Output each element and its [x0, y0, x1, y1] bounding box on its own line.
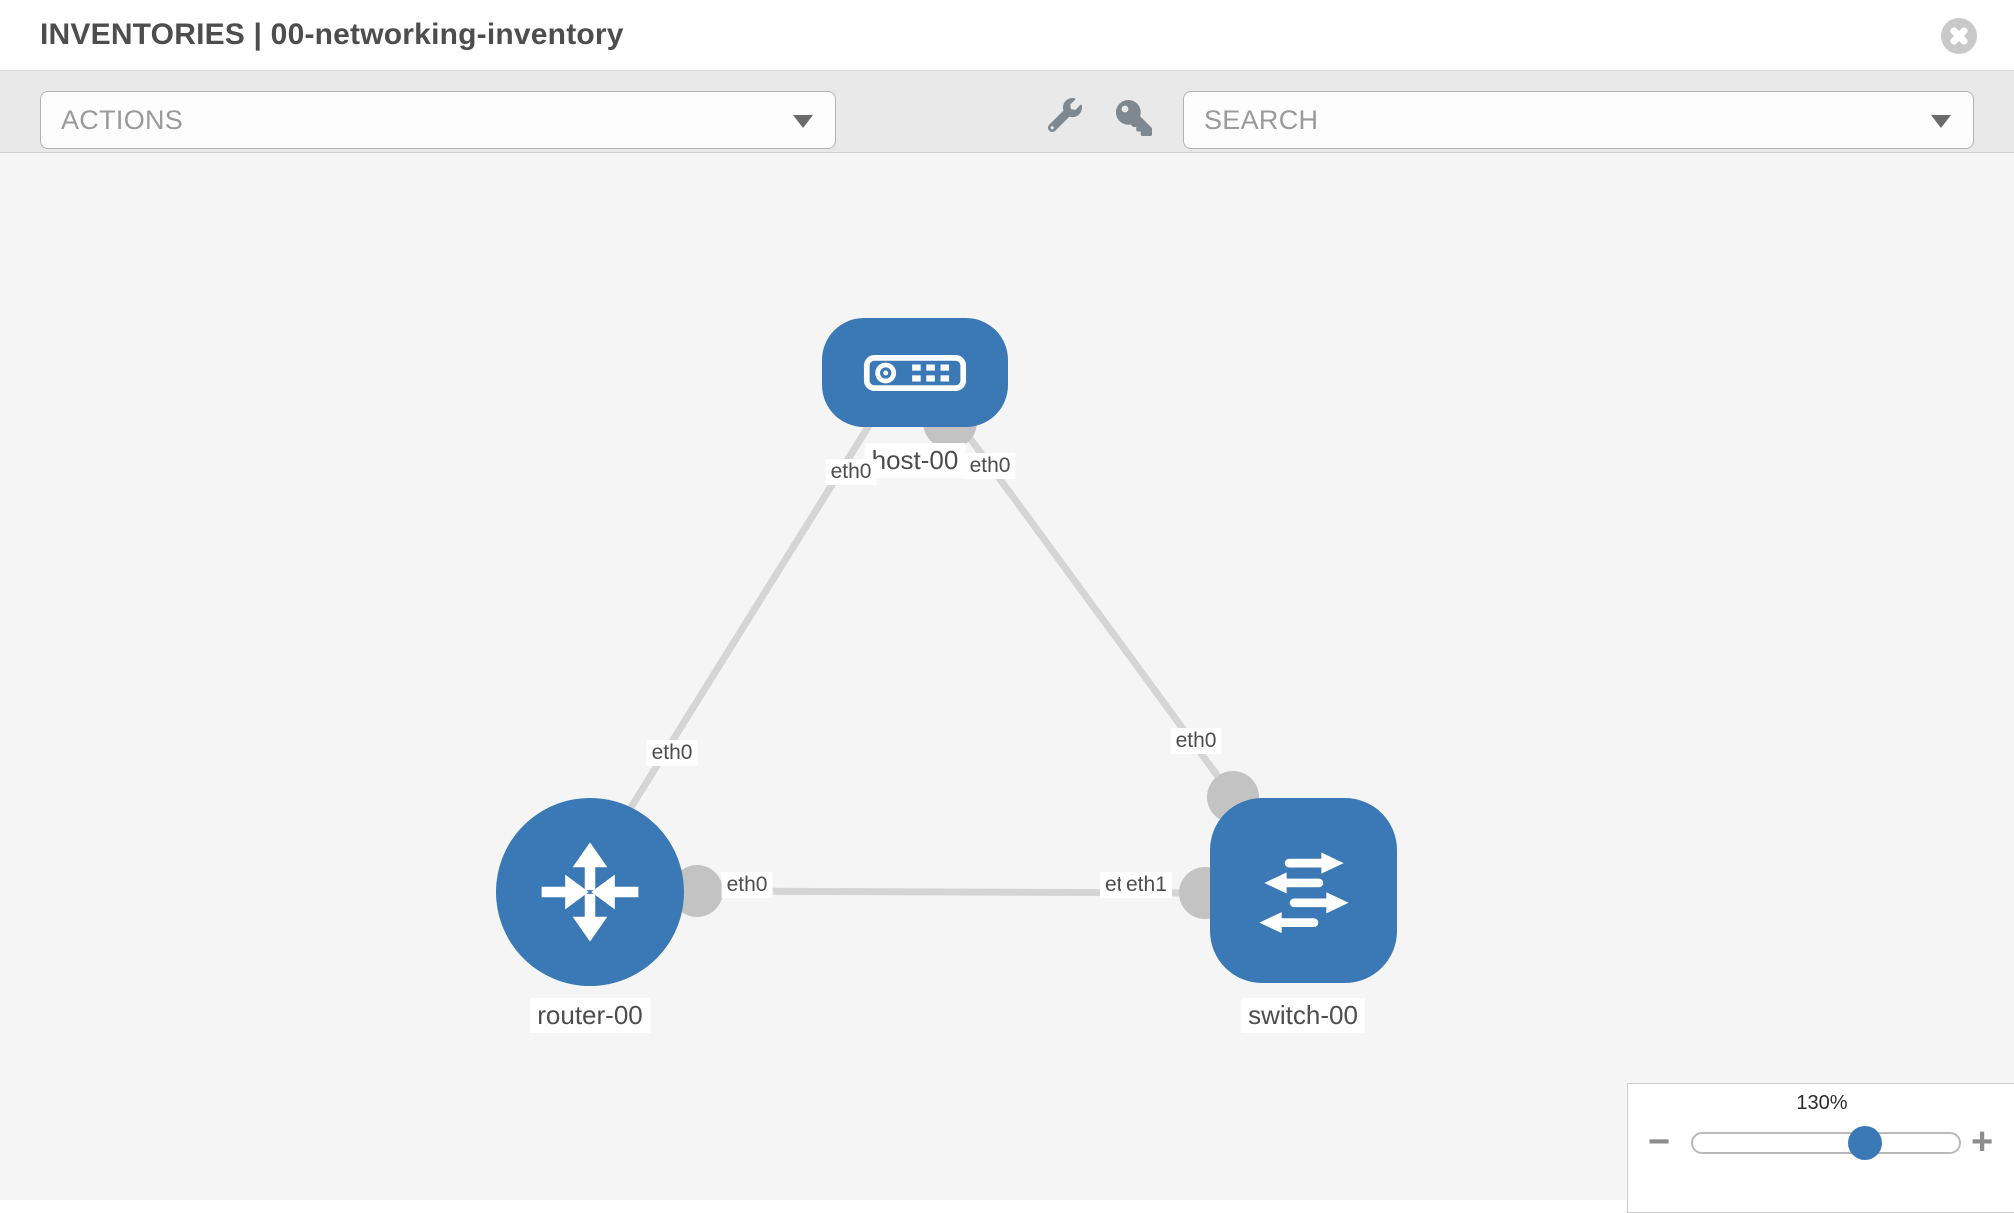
- topology-links-layer: [617, 395, 1259, 919]
- close-icon: [1941, 18, 1977, 54]
- if-label-switch-top: eth0: [1170, 728, 1222, 754]
- router-icon: [541, 842, 639, 942]
- switch-icon: [1258, 852, 1349, 933]
- chevron-down-icon: [1931, 115, 1951, 128]
- actions-dropdown-label: ACTIONS: [61, 105, 184, 135]
- actions-dropdown[interactable]: ACTIONS: [40, 91, 836, 149]
- host-icon: [863, 354, 967, 391]
- chevron-down-icon: [793, 115, 813, 128]
- search-dropdown[interactable]: SEARCH: [1183, 91, 1974, 149]
- if-label-host-left: eth0: [825, 459, 877, 485]
- zoom-level: 130%: [1796, 1092, 1848, 1114]
- wrench-icon: [1047, 98, 1082, 133]
- page-title: INVENTORIES | 00-networking-inventory: [40, 18, 624, 51]
- node-label-router: router-00: [530, 998, 650, 1033]
- zoom-panel: 130% − +: [1627, 1083, 2014, 1213]
- zoom-in-button[interactable]: +: [1971, 1121, 1994, 1163]
- topology-canvas[interactable]: host-00 router-00 switch-00 eth0 eth0 et…: [0, 153, 2014, 1213]
- if-label-switch-left-eth1: eth1: [1121, 872, 1172, 898]
- credentials-button[interactable]: [1115, 100, 1153, 136]
- node-host-00[interactable]: [822, 318, 1008, 427]
- port-router-right: [671, 865, 723, 917]
- node-label-host: host-00: [864, 443, 966, 478]
- node-label-switch: switch-00: [1241, 998, 1365, 1033]
- page-header: INVENTORIES | 00-networking-inventory: [0, 0, 2014, 70]
- key-icon: [1116, 100, 1152, 136]
- close-button[interactable]: [1940, 17, 1978, 55]
- zoom-slider-thumb[interactable]: [1848, 1126, 1882, 1160]
- search-dropdown-label: SEARCH: [1204, 105, 1319, 135]
- toolbar: ACTIONS SEARCH: [0, 70, 2014, 153]
- zoom-out-button[interactable]: −: [1648, 1121, 1671, 1163]
- node-switch-00[interactable]: [1210, 798, 1397, 983]
- if-label-host-right: eth0: [964, 453, 1016, 479]
- configure-button[interactable]: [1047, 98, 1082, 133]
- node-router-00[interactable]: [496, 798, 684, 986]
- zoom-slider-track[interactable]: [1691, 1126, 1961, 1160]
- if-label-router-right: eth0: [721, 872, 773, 898]
- if-label-router-top: eth0: [646, 740, 698, 766]
